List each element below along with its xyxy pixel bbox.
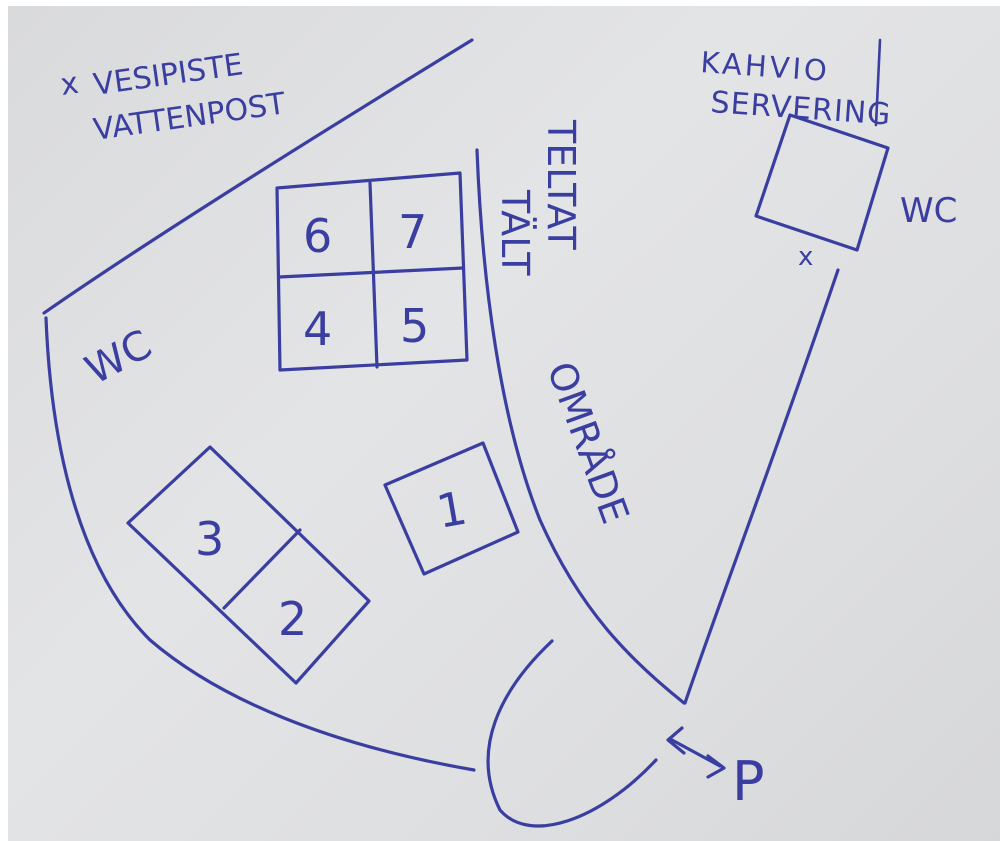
- tent-area-boundary: [475, 148, 686, 705]
- path-to-cafe: [683, 268, 840, 705]
- entrance-loop-path: [486, 639, 658, 828]
- plots-4-7-vertical-divider: [368, 181, 379, 369]
- cafe-wc-marker: x: [798, 242, 813, 272]
- plot-1-number: 1: [433, 481, 471, 539]
- plots-4-7-block: [275, 171, 469, 372]
- left-wc-label: WC: [78, 322, 159, 394]
- parking-arrow-head-left: [666, 726, 686, 755]
- cafe-divider-line: [874, 38, 882, 127]
- cafe-wc-label: WC: [900, 191, 957, 231]
- plots-2-3-block: [126, 445, 371, 685]
- plot-3-number: 3: [195, 512, 224, 566]
- parking-arrow-head-right: [706, 754, 726, 779]
- cafe-label-fi: KAHVIO: [700, 45, 831, 88]
- plot-5-number: 5: [400, 299, 429, 353]
- parking-label: P: [732, 750, 765, 813]
- tent-area-line3: OMRÅDE: [539, 356, 638, 529]
- left-curved-boundary: [44, 316, 476, 772]
- top-diagonal-boundary: [42, 38, 474, 315]
- cafe-building: [754, 113, 890, 252]
- plot-7-number: 7: [398, 205, 427, 259]
- tent-area-line1: TELTAT: [539, 119, 583, 250]
- cafe-label-sv: SERVERING: [709, 85, 892, 133]
- plot-4-number: 4: [303, 302, 332, 356]
- tent-area-line2: TÄLT: [493, 189, 537, 276]
- plots-4-7-horizontal-divider: [277, 266, 465, 279]
- parking-arrow-shaft: [670, 738, 722, 768]
- plot-1-square: [383, 441, 520, 576]
- plot-2-number: 2: [278, 592, 307, 646]
- plots-2-3-divider: [222, 528, 302, 610]
- plot-6-number: 6: [303, 209, 332, 263]
- water-point-marker: x: [58, 66, 80, 103]
